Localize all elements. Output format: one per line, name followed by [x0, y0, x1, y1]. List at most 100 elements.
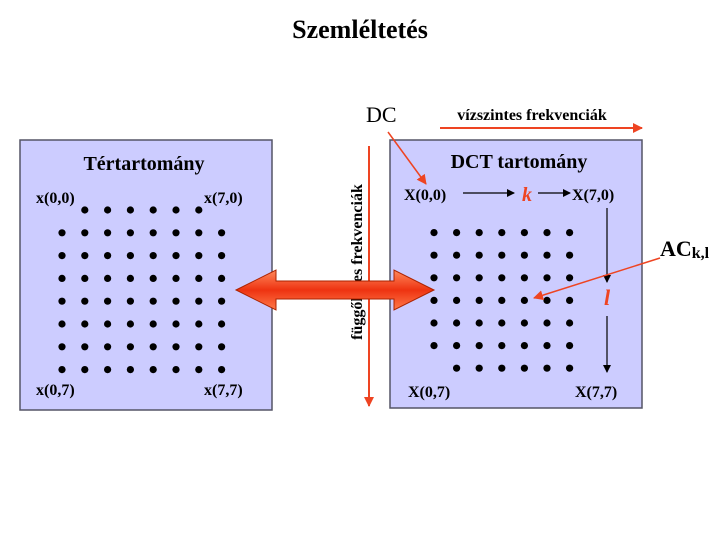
spatial-sample-dot	[126, 320, 134, 328]
page-title: Szemléltetés	[292, 15, 428, 44]
spatial-sample-dot	[149, 320, 157, 328]
dct-coefficient-dot	[453, 274, 461, 282]
dct-coefficient-dot	[475, 229, 483, 237]
spatial-corner-bottom-left: x(0,7)	[36, 382, 75, 399]
dct-coefficient-dot	[566, 296, 574, 304]
dct-coefficient-dot	[498, 229, 506, 237]
dct-coefficient-dot	[475, 251, 483, 259]
ac-pointer-arrow	[533, 257, 661, 301]
dct-coefficient-dot	[566, 274, 574, 282]
spatial-sample-dot	[172, 274, 180, 282]
spatial-sample-dot	[126, 274, 134, 282]
spatial-sample-dot	[172, 252, 180, 260]
dct-coefficient-dot	[520, 364, 529, 372]
spatial-sample-dot	[149, 366, 157, 374]
dct-coefficient-dot	[475, 342, 483, 350]
dct-coefficient-dot	[543, 364, 551, 372]
spatial-sample-dot	[195, 206, 203, 214]
spatial-sample-dot	[126, 229, 134, 237]
spatial-sample-dot	[172, 366, 180, 374]
dct-coefficient-dot	[475, 296, 483, 304]
dct-coefficient-dot	[566, 342, 574, 350]
dct-coefficient-dot	[453, 319, 461, 327]
spatial-sample-grid	[58, 206, 226, 374]
dct-corner-top-left: X(0,0)	[404, 187, 446, 204]
spatial-sample-dot	[149, 343, 157, 351]
dct-coefficient-dot	[566, 251, 574, 259]
dct-coefficient-dot	[430, 251, 438, 259]
dct-coefficient-dot	[543, 296, 551, 304]
spatial-sample-dot	[58, 366, 66, 374]
spatial-sample-dot	[172, 320, 180, 328]
dct-coefficient-dot	[566, 319, 574, 327]
ac-label-subscript: k,l	[692, 245, 710, 262]
spatial-sample-dot	[104, 252, 112, 260]
spatial-sample-dot	[218, 297, 226, 305]
spatial-sample-dot	[81, 366, 89, 374]
spatial-sample-dot	[195, 366, 203, 374]
spatial-sample-dot	[126, 252, 134, 260]
dct-corner-top-right: X(7,0)	[572, 187, 614, 204]
spatial-sample-dot	[58, 320, 66, 328]
dct-coefficient-dot	[520, 229, 529, 237]
spatial-sample-dot	[172, 206, 180, 214]
spatial-sample-dot	[195, 252, 203, 260]
dct-corner-bottom-right: X(7,7)	[575, 384, 617, 401]
l-label: l	[604, 285, 611, 310]
dct-coefficient-dot	[430, 274, 438, 282]
spatial-domain-panel: Tértartomány x(0,0) x(7,0) x(0,7) x(7,7)	[19, 139, 273, 411]
spatial-sample-dot	[104, 229, 112, 237]
dct-domain-panel: DCT tartomány X(0,0) X(7,0) X(0,7) X(7,7…	[389, 139, 643, 409]
spatial-sample-dot	[149, 206, 157, 214]
dct-coefficient-grid	[430, 229, 574, 372]
dct-coefficient-dot	[430, 319, 438, 327]
dct-coefficient-dot	[543, 251, 551, 259]
spatial-sample-dot	[218, 320, 226, 328]
spatial-sample-dot	[126, 206, 134, 214]
horizontal-frequency-label: vízszintes frekvenciák	[457, 107, 607, 124]
spatial-sample-dot	[149, 297, 157, 305]
dct-corner-bottom-left: X(0,7)	[408, 384, 450, 401]
transform-double-arrow	[234, 269, 436, 311]
spatial-corner-top-left: x(0,0)	[36, 190, 75, 207]
spatial-sample-dot	[172, 229, 180, 237]
dct-coefficient-dot	[430, 342, 438, 350]
dct-coefficient-dot	[475, 274, 483, 282]
spatial-sample-dot	[58, 274, 66, 282]
dct-coefficient-dot	[475, 364, 483, 372]
spatial-sample-dot	[58, 343, 66, 351]
spatial-sample-dot	[58, 229, 66, 237]
dct-coefficient-dot	[498, 296, 506, 304]
spatial-sample-dot	[104, 320, 112, 328]
spatial-sample-dot	[58, 252, 66, 260]
spatial-sample-dot	[126, 343, 134, 351]
dct-coefficient-dot	[498, 364, 506, 372]
spatial-sample-dot	[126, 366, 134, 374]
spatial-sample-dot	[81, 206, 89, 214]
spatial-sample-dot	[218, 274, 226, 282]
dct-coefficient-dot	[430, 296, 438, 304]
vertical-frequency-label: függőleges frekvenciák	[349, 184, 366, 340]
dct-coefficient-dot	[453, 342, 461, 350]
spatial-sample-dot	[126, 297, 134, 305]
dct-coefficient-dot	[520, 274, 529, 282]
spatial-sample-dot	[172, 297, 180, 305]
dct-coefficient-dot	[453, 251, 461, 259]
spatial-sample-dot	[104, 274, 112, 282]
spatial-sample-dot	[149, 229, 157, 237]
spatial-corner-bottom-right: x(7,7)	[204, 382, 243, 399]
dct-coefficient-dot	[520, 251, 529, 259]
dct-coefficient-dot	[566, 364, 574, 372]
spatial-sample-dot	[81, 320, 89, 328]
spatial-sample-dot	[81, 343, 89, 351]
spatial-panel-box	[19, 139, 273, 411]
dc-label: DC	[366, 102, 397, 127]
spatial-sample-dot	[218, 229, 226, 237]
dct-coefficient-dot	[498, 251, 506, 259]
spatial-sample-dot	[81, 297, 89, 305]
spatial-sample-dot	[195, 229, 203, 237]
dct-coefficient-dot	[566, 229, 574, 237]
dct-panel-box	[389, 139, 643, 409]
spatial-sample-dot	[195, 320, 203, 328]
